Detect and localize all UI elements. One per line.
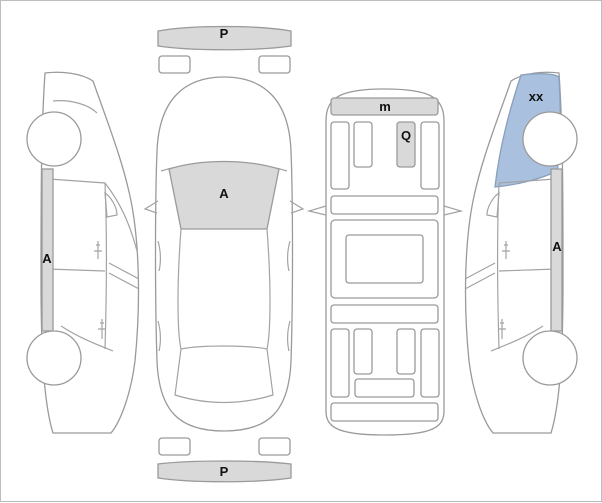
roof-rail-label: m: [379, 99, 391, 114]
rear-left-seat: [353, 328, 373, 375]
right-rear-wheel: [522, 111, 578, 167]
rear-right-seat: [396, 328, 416, 375]
front-right-light: [258, 55, 291, 74]
rear-bumper-label: P: [220, 464, 229, 479]
rear-console: [354, 378, 415, 398]
right-rocker-panel: [550, 168, 563, 332]
right-side-view: xx A: [464, 71, 578, 434]
interior-seat-label: Q: [401, 128, 411, 143]
roof-rail-panel: [330, 97, 439, 116]
hood-panel: [168, 160, 280, 230]
front-left-seat-frame: [330, 121, 350, 190]
left-rocker-label: A: [42, 251, 52, 266]
hood-label: A: [219, 186, 229, 201]
trunk-floor: [330, 402, 439, 422]
right-front-wheel: [522, 330, 578, 386]
top-exterior-view: P A P: [143, 25, 305, 483]
right-rear-quarter-label: xx: [529, 89, 544, 104]
right-rocker-label: A: [552, 239, 562, 254]
front-bumper-label: P: [220, 26, 229, 41]
rear-left-light: [158, 437, 191, 456]
left-rear-wheel: [26, 330, 82, 386]
interior-view: m Q: [306, 88, 464, 436]
rear-bumper-panel: [157, 460, 292, 483]
sunroof: [345, 234, 424, 284]
front-right-seat: [396, 121, 416, 168]
front-left-seat: [353, 121, 373, 168]
center-bar-rear: [330, 304, 439, 324]
left-side-view: A: [26, 71, 140, 434]
front-left-light: [158, 55, 191, 74]
rear-right-seat-frame: [420, 328, 440, 398]
top-car-body: [154, 76, 294, 432]
left-rocker-panel: [41, 168, 54, 332]
center-bar-front: [330, 195, 439, 215]
rear-left-seat-frame: [330, 328, 350, 398]
front-right-seat-frame: [420, 121, 440, 190]
front-bumper-panel: [157, 25, 292, 51]
rear-right-light: [258, 437, 291, 456]
left-front-wheel: [26, 111, 82, 167]
